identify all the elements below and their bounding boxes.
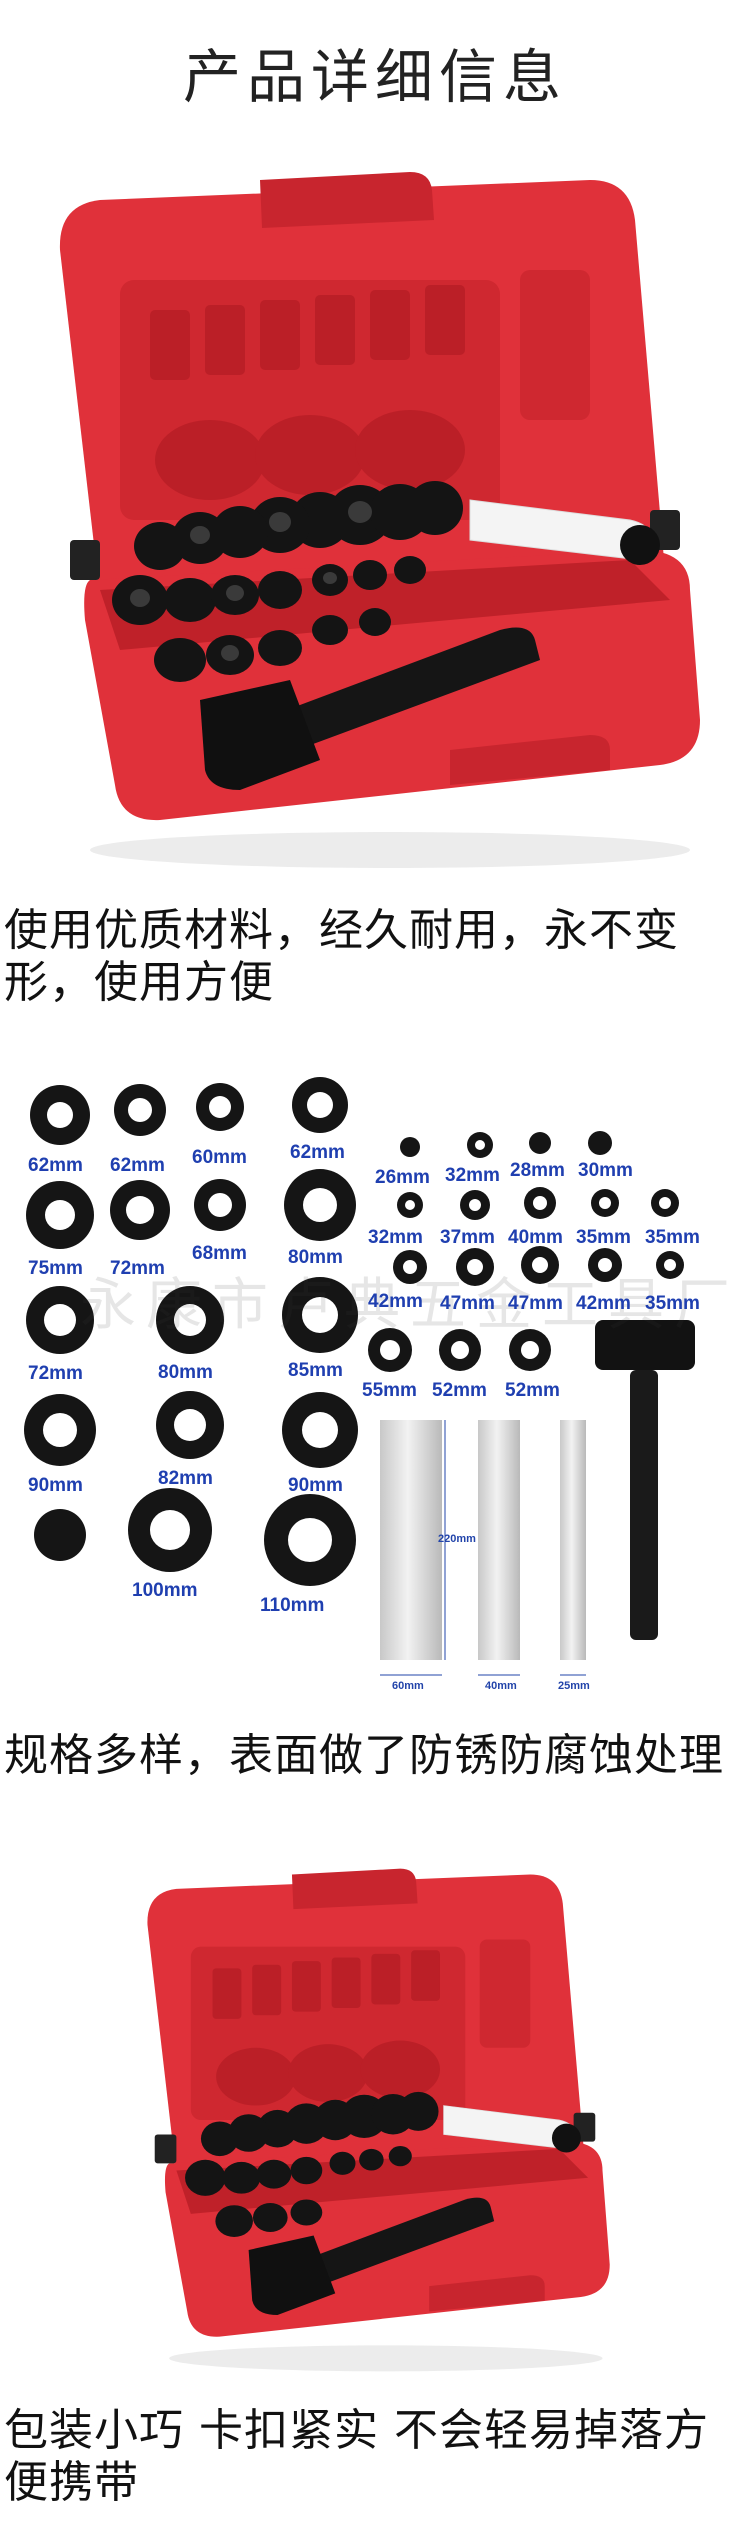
ring-label: 80mm <box>288 1247 343 1268</box>
ring-label: 90mm <box>288 1475 343 1496</box>
ring-label: 75mm <box>28 1258 83 1279</box>
caption-spec: 规格多样，表面做了防锈防腐蚀处理 <box>4 1730 724 1781</box>
product-photo-toolbox <box>30 160 720 880</box>
product-photo-toolbox-2 <box>95 1860 655 2380</box>
ring-label: 47mm <box>440 1293 495 1314</box>
ring-label: 62mm <box>290 1142 345 1163</box>
page-title: 产品详细信息 <box>182 43 567 111</box>
toolbox-illustration <box>147 1868 610 2372</box>
ring-label: 42mm <box>576 1293 631 1314</box>
caption-material: 使用优质材料，经久耐用，永不变形，使用方便 <box>4 905 679 1008</box>
ring-label: 42mm <box>368 1291 423 1312</box>
ring-label: 35mm <box>576 1227 631 1248</box>
toolbox-illustration <box>59 172 700 868</box>
tube-diameter-label: 25mm <box>558 1680 590 1692</box>
tube-length-label: 220mm <box>438 1533 476 1545</box>
watermark: 永康市卢典五金工具厂 <box>80 1273 740 1338</box>
ring-label: 55mm <box>362 1380 417 1401</box>
spec-chart: 永康市卢典五金工具厂 62mm 62mm 60mm 62mm 75mm 72mm… <box>0 1055 750 1695</box>
ring-label: 30mm <box>578 1160 633 1181</box>
ring-label: 80mm <box>158 1362 213 1383</box>
ring-label: 60mm <box>192 1147 247 1168</box>
ring-label: 32mm <box>368 1227 423 1248</box>
ring-label: 35mm <box>645 1227 700 1248</box>
ring-label: 72mm <box>110 1258 165 1279</box>
ring-label: 35mm <box>645 1293 700 1314</box>
ring-label: 110mm <box>260 1595 325 1616</box>
ring-label: 100mm <box>132 1580 198 1601</box>
ring-label: 32mm <box>445 1165 500 1186</box>
ring-label: 40mm <box>508 1227 563 1248</box>
ring-label: 62mm <box>28 1155 83 1176</box>
ring-label: 68mm <box>192 1243 247 1264</box>
ring-label: 90mm <box>28 1475 83 1496</box>
ring-label: 85mm <box>288 1360 343 1381</box>
caption-package: 包装小巧 卡扣紧实 不会轻易掉落方便携带 <box>4 2405 709 2508</box>
ring-label: 26mm <box>375 1167 430 1188</box>
ring-label: 62mm <box>110 1155 165 1176</box>
ring-label: 37mm <box>440 1227 495 1248</box>
ring-label: 28mm <box>510 1160 565 1181</box>
ring-label: 72mm <box>28 1363 83 1384</box>
tube-diameter-label: 60mm <box>392 1680 424 1692</box>
ring-label: 47mm <box>508 1293 563 1314</box>
ring-label: 52mm <box>505 1380 560 1401</box>
ring-label: 82mm <box>158 1468 213 1489</box>
tube-diameter-label: 40mm <box>485 1680 517 1692</box>
spec-illustration <box>24 1077 695 1676</box>
ring-label: 52mm <box>432 1380 487 1401</box>
